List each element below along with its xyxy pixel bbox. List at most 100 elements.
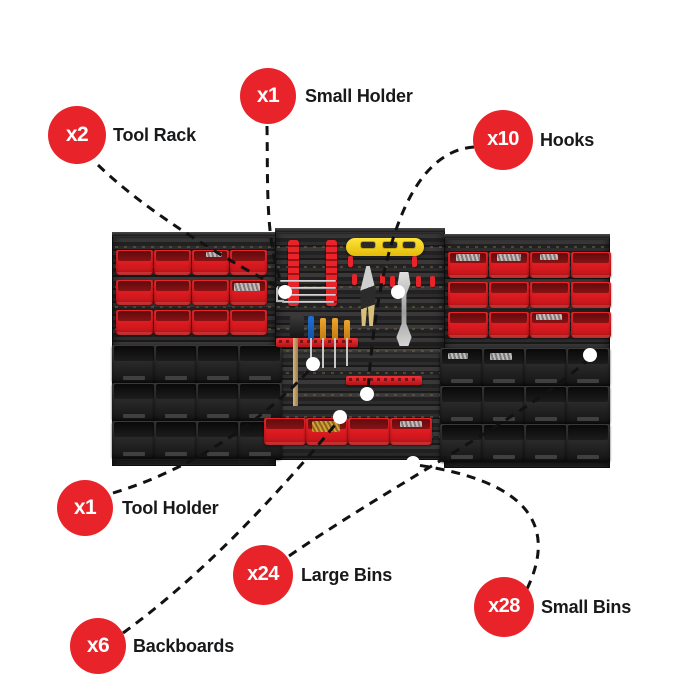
hex-key [276,286,284,302]
hook [416,276,421,287]
hook [412,256,417,267]
large-bin-black [566,386,610,424]
large-bin-black [112,383,156,421]
leader-line-small-holder [265,125,285,289]
large-bin-black [112,421,156,459]
hook [380,274,385,285]
quantity-badge-value: x1 [256,83,280,107]
product-photo [112,228,611,478]
small-bin-red [571,312,611,338]
screws-in-bin [448,353,468,359]
large-bin-black [112,345,156,383]
screws-in-bin [497,254,521,261]
quantity-badge-hooks: x10 [473,110,533,170]
callout-label-small-bins: Small Bins [541,597,632,617]
small-bin-red [192,280,229,305]
pegboard-slot-row [115,286,607,288]
small-bin-red [448,312,488,338]
tool-rack [326,240,337,306]
hook [352,274,357,285]
large-bin-black [440,424,484,462]
screwdriver [320,318,326,340]
leader-line-small-bins [416,463,540,590]
small-bin-red [154,280,191,305]
quantity-badge-small-bins: x28 [474,577,534,637]
screws-in-bin [540,254,558,260]
screws-in-bin [456,254,480,261]
board-lip-left [112,232,276,236]
small-bin-red [489,282,529,308]
hook [348,256,353,267]
quantity-badge-value: x2 [65,122,89,146]
large-bin-black [482,424,526,462]
hammer [290,316,304,338]
quantity-badge-value: x6 [86,633,110,657]
screwdriver-shaft [334,338,336,368]
large-bin-black [154,383,198,421]
quantity-badge-large-bins: x24 [233,545,293,605]
small-bin-red [230,310,267,335]
large-bin-black [238,345,282,383]
large-bin-black [524,348,568,386]
hook [430,276,435,287]
screwdriver [308,316,314,340]
quantity-badge-tool-holder: x1 [57,480,113,536]
large-bin-black [196,345,240,383]
large-bin-black [154,345,198,383]
pegboard-slot-row [115,350,607,352]
screws-in-bin [234,283,260,291]
leader-line-tool-rack [96,163,287,293]
small-bin-red [264,418,306,445]
pegboard-slot-row [115,416,607,418]
small-bin-red [116,310,153,335]
tool-holder [346,376,422,385]
screws-in-bin [312,421,340,432]
quantity-badge-small-holder: x1 [240,68,296,124]
large-bin-black [566,424,610,462]
screwdriver [332,318,338,340]
screwdriver [344,320,350,340]
hammer-handle [293,338,298,406]
large-bin-black [154,421,198,459]
small-bin-red [489,312,529,338]
callout-label-large-bins: Large Bins [301,565,393,585]
pegboard-slot-row [115,372,607,374]
quantity-badge-backboards: x6 [70,618,126,674]
pegboard-slot-row [115,266,607,268]
large-bin-black [196,421,240,459]
rack-bar [282,301,334,303]
spirit-level [346,238,424,256]
pliers [360,266,376,326]
screwdriver-shaft [322,338,324,368]
callout-label-hooks: Hooks [540,130,595,150]
large-bin-black [482,386,526,424]
hook [390,276,395,287]
callout-label-backboards: Backboards [133,636,235,656]
small-bin-red [154,250,191,275]
board-lip-center [275,228,445,232]
quantity-badge-tool-rack: x2 [48,106,106,164]
leader-line-backboards [122,419,341,635]
callout-label-tool-holder: Tool Holder [122,498,219,518]
rack-bar [280,280,336,282]
pegboard-slot-row [115,328,607,330]
small-bin-red [571,282,611,308]
quantity-badge-value: x10 [487,128,519,150]
rack-bar [280,287,336,289]
small-bin-red [348,418,390,445]
large-bin-black [524,424,568,462]
screwdriver-shaft [310,338,312,366]
leader-line-tool-holder [112,366,314,495]
small-holder [276,338,358,347]
small-bin-red [154,310,191,335]
screws-in-bin [206,252,222,257]
screws-in-bin [536,314,562,320]
leader-line-hooks [366,145,475,391]
small-bin-red [448,282,488,308]
small-bin-red [530,282,570,308]
screwdriver-shaft [346,338,348,366]
screws-in-bin [490,353,512,360]
